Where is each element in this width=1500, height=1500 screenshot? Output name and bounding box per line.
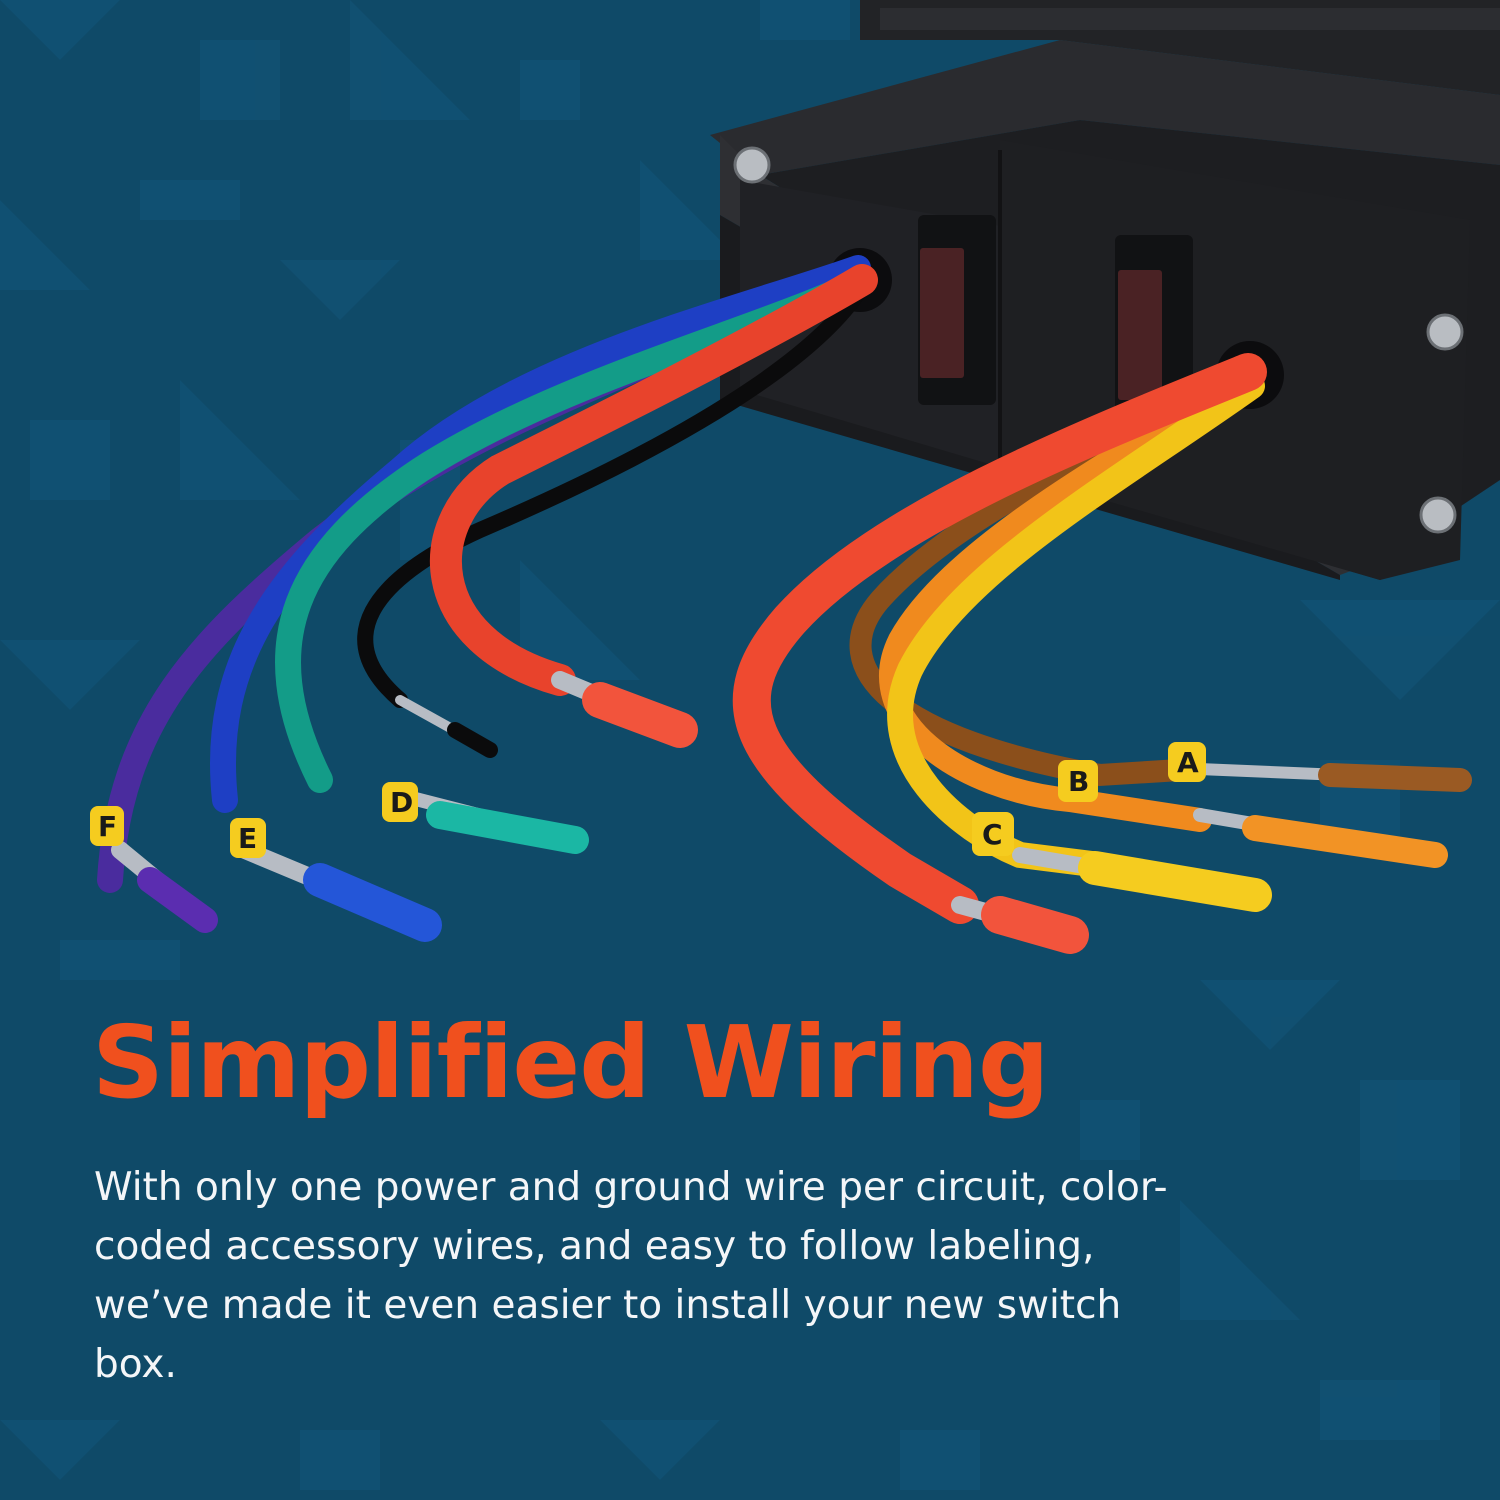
left-wire-ends — [111, 671, 698, 942]
wire-tag-b-text: B — [1068, 765, 1089, 798]
wire-tag-d-text: D — [390, 786, 413, 819]
wire-tag-d: D — [382, 782, 418, 822]
wire-tag-c-text: C — [982, 818, 1003, 851]
switch-box — [710, 0, 1500, 580]
wire-tag-a: A — [1168, 742, 1206, 782]
wire-tag-f-text: F — [98, 810, 117, 843]
left-wire-bundle — [97, 255, 878, 893]
body-text: With only one power and ground wire per … — [94, 1165, 1168, 1387]
wire-tag-b: B — [1058, 760, 1098, 802]
right-wire-bundle — [732, 353, 1267, 924]
wire-tags: A B C D E F — [90, 742, 1206, 858]
wire-tag-e: E — [230, 818, 266, 858]
wire-tag-f: F — [90, 806, 124, 846]
right-wire-ends — [951, 762, 1472, 954]
headline: Simplified Wiring — [92, 1004, 1050, 1121]
wire-tag-e-text: E — [238, 822, 257, 855]
wire-tag-a-text: A — [1177, 746, 1199, 779]
product-illustration: A B C D E F — [90, 0, 1500, 954]
wire-tag-c: C — [972, 812, 1014, 856]
